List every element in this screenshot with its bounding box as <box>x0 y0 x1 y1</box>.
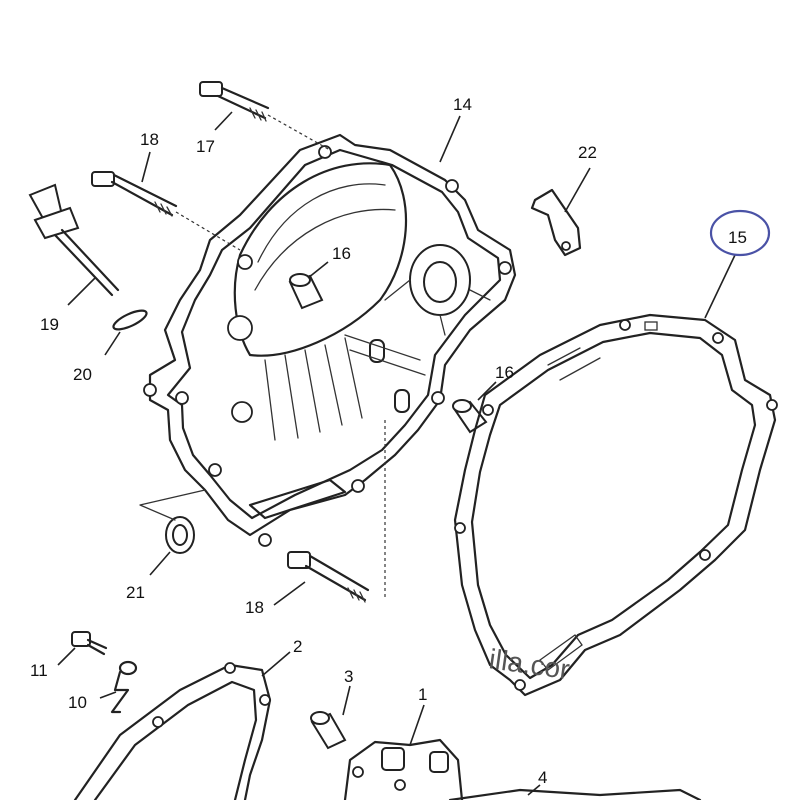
callout-19: 19 <box>40 315 59 334</box>
callout-1: 1 <box>418 685 427 704</box>
callout-11: 11 <box>30 661 48 680</box>
dowel-pin-part-3 <box>310 685 351 750</box>
bolt-part-18-lower <box>273 551 370 606</box>
gasket-part-15 <box>453 254 778 697</box>
dowel-pin-part-16-right <box>452 381 497 434</box>
dowel-pin-part-16-upper <box>288 261 329 310</box>
callout-16-upper: 16 <box>332 244 351 263</box>
callout-15: 15 <box>728 228 747 247</box>
lower-cover-part-2 <box>73 651 291 800</box>
bolt-part-17 <box>199 81 331 151</box>
callout-18-upper: 18 <box>140 130 159 149</box>
spring-part-10 <box>99 660 138 714</box>
o-ring-part-20 <box>104 309 148 356</box>
screw-part-11 <box>57 631 108 666</box>
gasket-part-4 <box>448 784 702 800</box>
crankcase-cover-part-14 <box>143 133 517 600</box>
bracket-part-22 <box>530 167 591 257</box>
bolt-part-18-upper <box>91 151 241 251</box>
callout-10: 10 <box>68 693 87 712</box>
callout-4: 4 <box>538 768 547 787</box>
callout-18-lower: 18 <box>245 598 264 617</box>
highlight-circle-15 <box>709 209 771 257</box>
callout-21: 21 <box>126 583 145 602</box>
callout-16-right: 16 <box>495 363 514 382</box>
watermark-text: illa.cor <box>487 643 571 685</box>
callout-2: 2 <box>293 637 302 656</box>
callout-17: 17 <box>196 137 215 156</box>
callout-14: 14 <box>453 95 472 114</box>
callout-22: 22 <box>578 143 597 162</box>
oil-seal-part-21 <box>139 489 206 576</box>
callout-20: 20 <box>73 365 92 384</box>
callout-3: 3 <box>344 667 353 686</box>
dipstick-part-19 <box>28 183 120 306</box>
housing-part-1 <box>343 704 464 800</box>
